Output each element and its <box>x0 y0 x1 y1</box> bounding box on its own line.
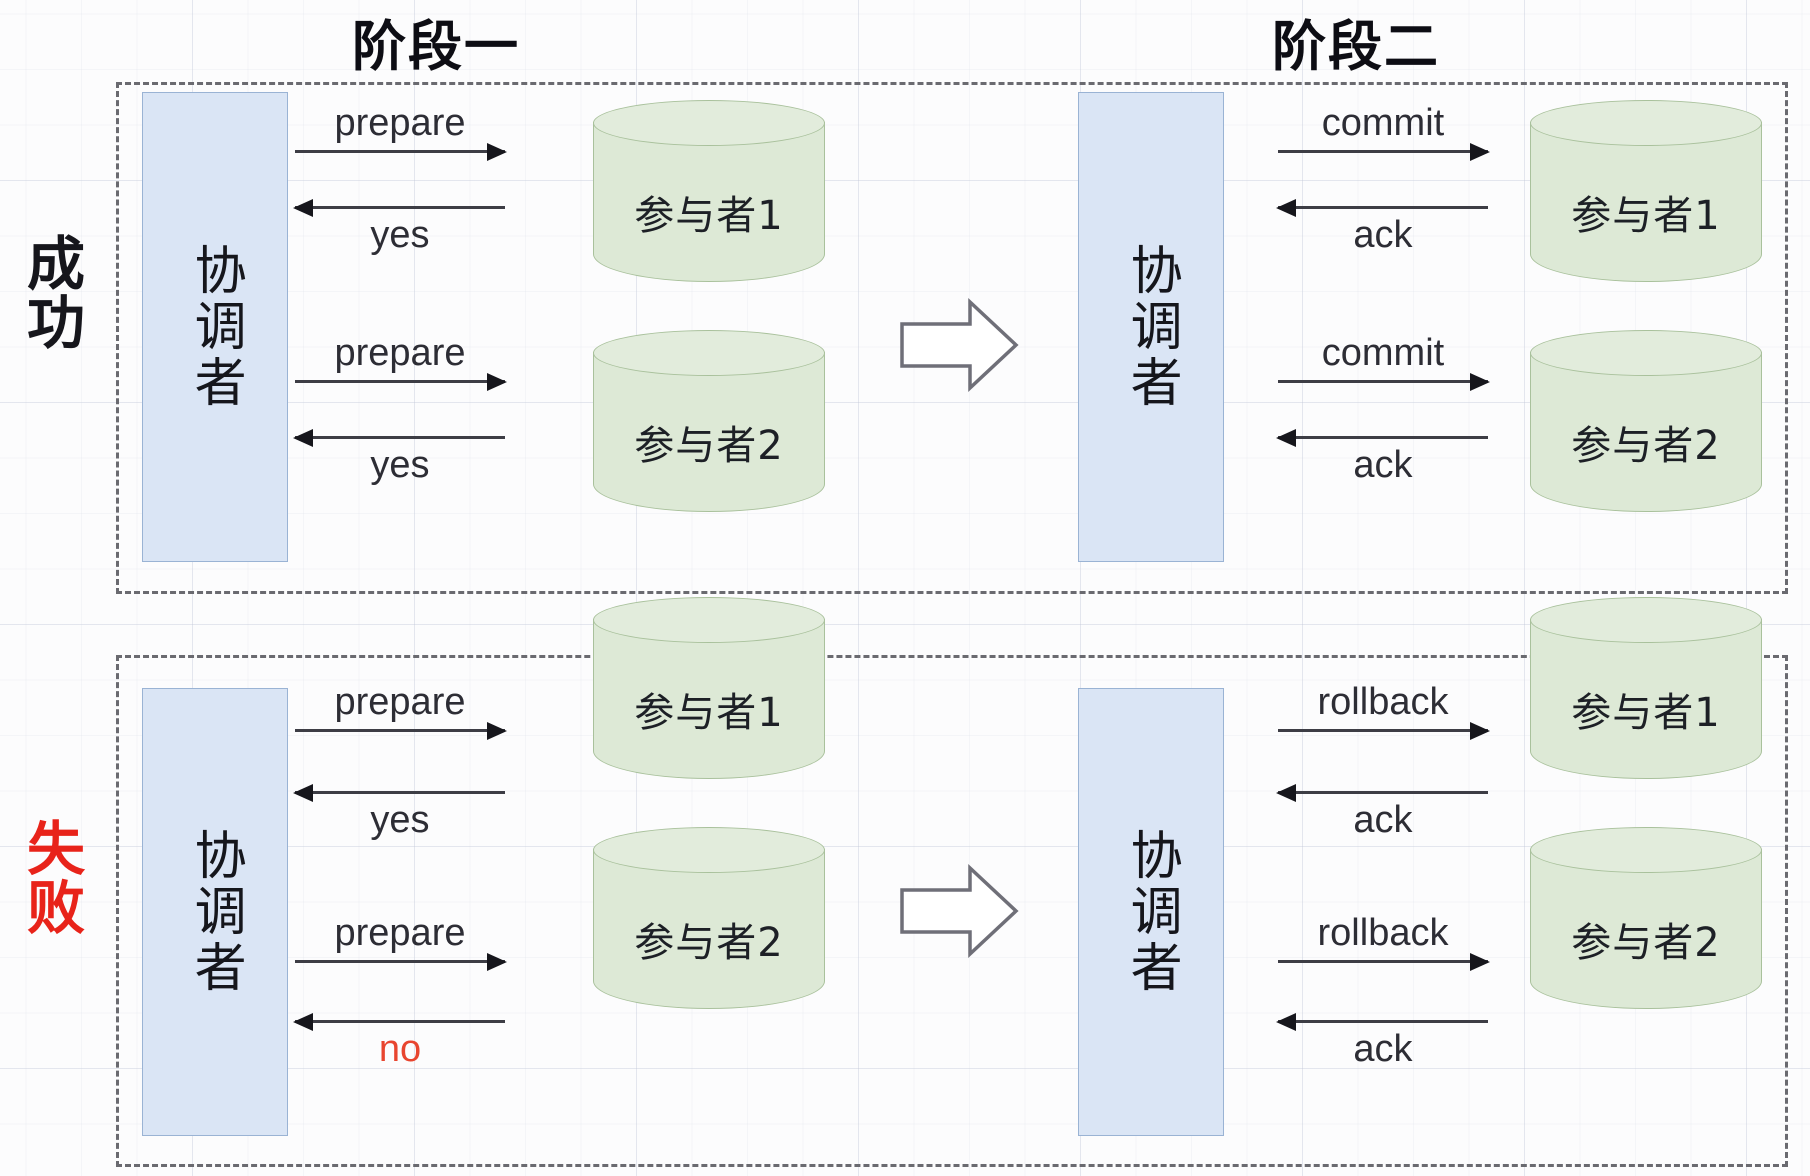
msg-failure-p1-prepare: prepare <box>295 681 507 740</box>
msg-failure-p2-no: no <box>293 1012 505 1070</box>
arrow-left-icon <box>293 428 505 447</box>
msg-label: no <box>378 1028 422 1070</box>
participant1-failure-phase1[interactable]: 参与者1 <box>593 597 825 779</box>
participant-label: 参与者1 <box>1571 690 1721 736</box>
msg-label: commit <box>1321 102 1445 144</box>
msg-label: yes <box>370 214 430 256</box>
participant1-success-phase1[interactable]: 参与者1 <box>593 100 825 282</box>
arrow-left-icon <box>1276 1012 1488 1031</box>
participant2-failure-phase2[interactable]: 参与者2 <box>1530 827 1762 1009</box>
arrow-left-icon <box>293 783 505 802</box>
arrow-left-icon <box>1276 198 1488 217</box>
participant-label: 参与者1 <box>634 690 784 736</box>
msg-success-p1-yes: yes <box>293 198 505 256</box>
arrow-right-icon <box>1278 142 1490 161</box>
participant1-failure-phase2[interactable]: 参与者1 <box>1530 597 1762 779</box>
msg-success-p2-yes: yes <box>293 428 505 486</box>
coordinator-label: 协调者 <box>185 243 246 411</box>
coordinator-label: 协调者 <box>1121 828 1182 996</box>
msg-failure-p2-ack: ack <box>1276 1012 1488 1070</box>
msg-label: commit <box>1321 332 1445 374</box>
msg-label: prepare <box>334 102 466 144</box>
arrow-right-icon <box>1278 952 1490 971</box>
msg-label: yes <box>370 444 430 486</box>
msg-label: prepare <box>334 681 466 723</box>
arrow-left-icon <box>1276 428 1488 447</box>
msg-failure-p2-rollback: rollback <box>1278 912 1490 971</box>
msg-failure-p1-ack: ack <box>1276 783 1488 841</box>
arrow-right-icon <box>295 721 507 740</box>
msg-label: ack <box>1353 799 1413 841</box>
success-scenario-panel <box>116 82 1788 594</box>
arrow-left-icon <box>293 1012 505 1031</box>
arrow-right-icon <box>1278 721 1490 740</box>
participant-label: 参与者1 <box>1571 193 1721 239</box>
coordinator-failure-phase1[interactable]: 协调者 <box>142 688 288 1136</box>
transition-arrow-success <box>898 296 1020 394</box>
msg-label: ack <box>1353 1028 1413 1070</box>
msg-label: ack <box>1353 214 1413 256</box>
coordinator-success-phase2[interactable]: 协调者 <box>1078 92 1224 562</box>
msg-success-p2-prepare: prepare <box>295 332 507 391</box>
transition-arrow-failure <box>898 862 1020 960</box>
row-label-failure: 失 败 <box>26 815 85 943</box>
participant-label: 参与者2 <box>1571 423 1721 469</box>
block-arrow-right-icon <box>900 297 1019 393</box>
participant2-failure-phase1[interactable]: 参与者2 <box>593 827 825 1009</box>
participant-label: 参与者2 <box>634 423 784 469</box>
msg-label: rollback <box>1317 681 1449 723</box>
arrow-left-icon <box>1276 783 1488 802</box>
participant-label: 参与者2 <box>634 920 784 966</box>
participant1-success-phase2[interactable]: 参与者1 <box>1530 100 1762 282</box>
msg-label: ack <box>1353 444 1413 486</box>
msg-label: prepare <box>334 332 466 374</box>
failure-scenario-panel <box>116 655 1788 1167</box>
block-arrow-right-icon <box>900 863 1019 959</box>
arrow-right-icon <box>295 372 507 391</box>
msg-success-p1-commit: commit <box>1278 102 1490 161</box>
phase-two-title: 阶段二 <box>1272 15 1440 78</box>
msg-failure-p2-prepare: prepare <box>295 912 507 971</box>
coordinator-label: 协调者 <box>1121 243 1182 411</box>
coordinator-label: 协调者 <box>185 828 246 996</box>
row-label-success: 成 功 <box>26 230 85 358</box>
phase-one-title: 阶段一 <box>352 15 520 78</box>
arrow-right-icon <box>1278 372 1490 391</box>
msg-label: rollback <box>1317 912 1449 954</box>
participant-label: 参与者1 <box>634 193 784 239</box>
msg-label: yes <box>370 799 430 841</box>
arrow-left-icon <box>293 198 505 217</box>
msg-label: prepare <box>334 912 466 954</box>
msg-failure-p1-rollback: rollback <box>1278 681 1490 740</box>
coordinator-failure-phase2[interactable]: 协调者 <box>1078 688 1224 1136</box>
msg-success-p1-ack: ack <box>1276 198 1488 256</box>
msg-success-p2-ack: ack <box>1276 428 1488 486</box>
participant2-success-phase2[interactable]: 参与者2 <box>1530 330 1762 512</box>
participant2-success-phase1[interactable]: 参与者2 <box>593 330 825 512</box>
participant-label: 参与者2 <box>1571 920 1721 966</box>
msg-success-p2-commit: commit <box>1278 332 1490 391</box>
arrow-right-icon <box>295 142 507 161</box>
msg-failure-p1-yes: yes <box>293 783 505 841</box>
arrow-right-icon <box>295 952 507 971</box>
coordinator-success-phase1[interactable]: 协调者 <box>142 92 288 562</box>
msg-success-p1-prepare: prepare <box>295 102 507 161</box>
